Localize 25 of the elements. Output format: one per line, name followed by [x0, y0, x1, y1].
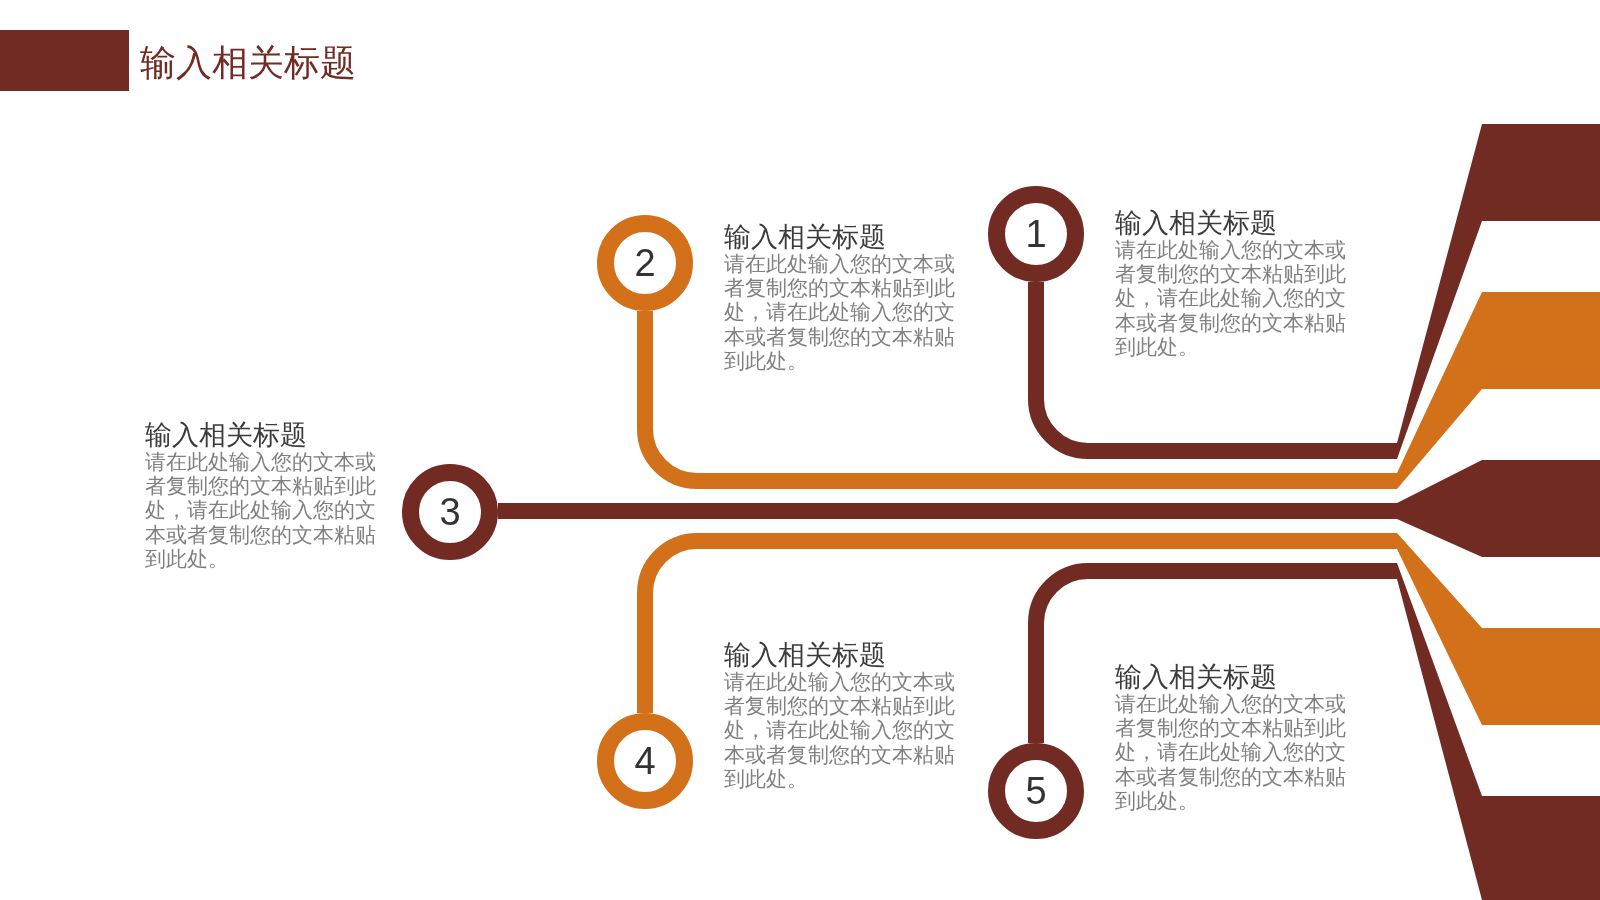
body-text: 请在此处输入您的文本或者复制您的文本粘贴到此处，请在此处输入您的文本或者复制您的文本粘贴到此处。 [724, 670, 956, 791]
body-text: 请在此处输入您的文本或者复制您的文本粘贴到此处，请在此处输入您的文本或者复制您的文本粘贴到此处。 [145, 450, 377, 571]
body-text: 请在此处输入您的文本或者复制您的文本粘贴到此处，请在此处输入您的文本或者复制您的文本粘贴到此处。 [1115, 238, 1347, 359]
heading: 输入相关标题 [1115, 662, 1277, 692]
step-number: 4 [634, 742, 656, 780]
heading: 输入相关标题 [145, 420, 307, 450]
step-number: 3 [439, 493, 461, 531]
connector-line [498, 503, 1397, 519]
body-text: 请在此处输入您的文本或者复制您的文本粘贴到此处，请在此处输入您的文本或者复制您的文本粘贴到此处。 [724, 252, 956, 373]
connector-line [1028, 282, 1397, 459]
band-shape [1397, 533, 1600, 725]
title: 输入相关标题 [140, 41, 356, 85]
step-number: 5 [1025, 772, 1047, 810]
connector-line [637, 311, 1397, 489]
connector-line [637, 533, 1397, 713]
band-shape [1397, 563, 1600, 900]
connector-line [1028, 563, 1397, 743]
heading: 输入相关标题 [724, 222, 886, 252]
body-text: 请在此处输入您的文本或者复制您的文本粘贴到此处，请在此处输入您的文本或者复制您的文本粘贴到此处。 [1115, 692, 1347, 813]
step-number: 1 [1025, 215, 1047, 253]
title-bar [0, 30, 129, 91]
band-shape [1397, 292, 1600, 489]
step-number: 2 [634, 244, 656, 282]
heading: 输入相关标题 [1115, 208, 1277, 238]
heading: 输入相关标题 [724, 640, 886, 670]
